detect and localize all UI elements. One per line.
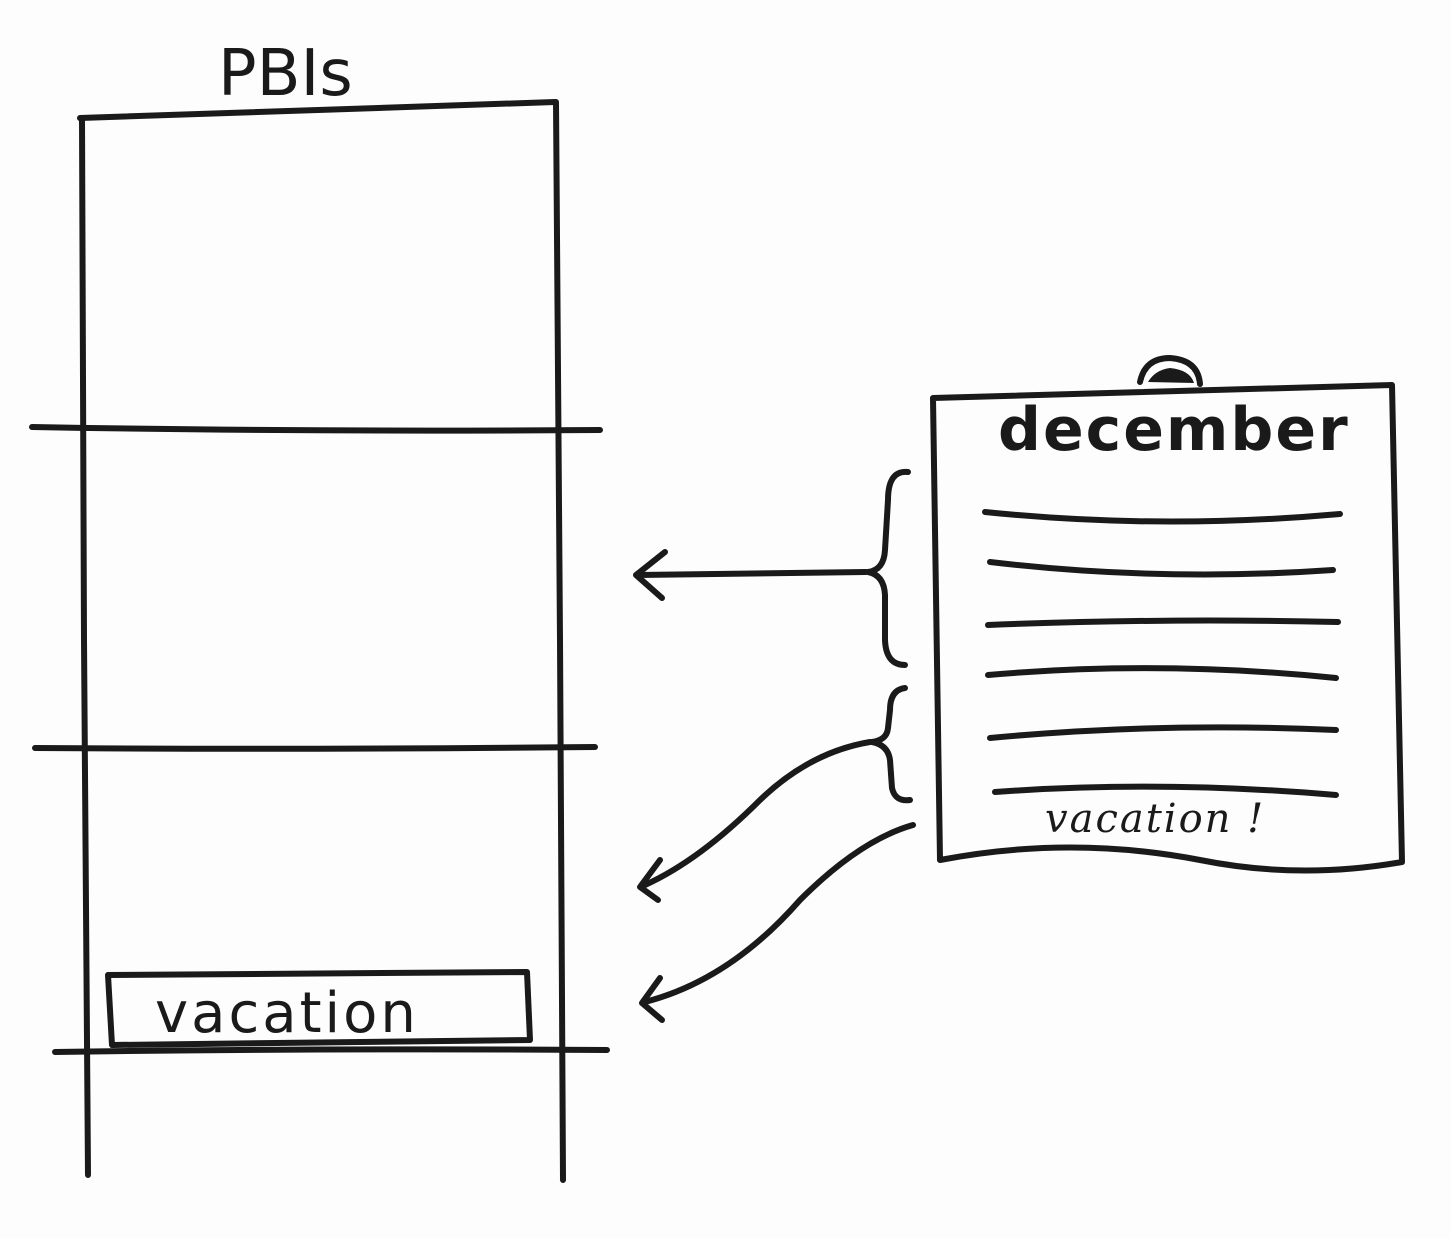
pbi-column <box>29 99 610 1183</box>
arrow-to-sprint-3 <box>637 739 873 903</box>
arrow-to-vacation <box>639 822 916 1023</box>
calendar: december vacation ! <box>930 355 1405 874</box>
calendar-page <box>930 382 1405 874</box>
calendar-ring-fill <box>1148 368 1194 383</box>
vacation-pbi: vacation <box>105 969 533 1048</box>
column-top-edge <box>77 99 558 121</box>
calendar-ring-icon <box>1137 355 1203 387</box>
calendar-line <box>987 559 1336 578</box>
calendar-line <box>982 509 1343 525</box>
column-left-edge <box>79 115 91 1178</box>
calendar-line <box>987 724 1339 741</box>
vacation-box <box>105 969 533 1048</box>
arrow-to-sprint-2 <box>633 549 869 601</box>
calendar-month: december <box>998 395 1350 465</box>
brace-upper <box>865 468 911 668</box>
brace-lower <box>869 685 913 804</box>
column-title: PBIs <box>218 37 353 111</box>
sprint-divider-3 <box>52 1046 610 1055</box>
calendar-line <box>992 783 1339 798</box>
sprint-divider-1 <box>29 424 603 434</box>
vacation-label: vacation <box>155 981 419 1046</box>
column-right-edge <box>553 99 566 1183</box>
calendar-note: vacation ! <box>1045 796 1265 842</box>
sprint-divider-2 <box>32 744 598 752</box>
calendar-line <box>985 665 1339 681</box>
calendar-line <box>985 617 1341 628</box>
